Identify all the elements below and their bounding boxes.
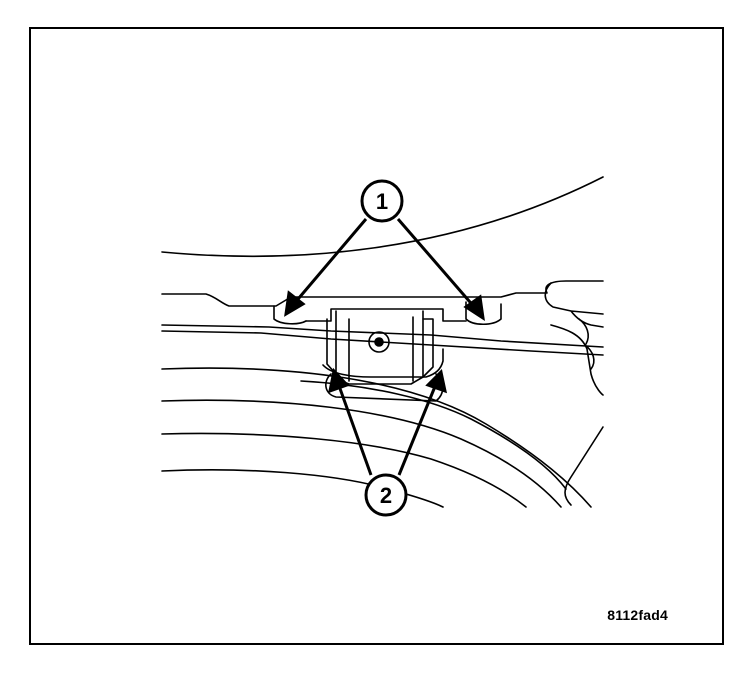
mechanical-illustration: 1 2 <box>161 176 604 517</box>
callout-1-arrowhead-left <box>284 290 306 317</box>
callout-2-arrowhead-right <box>425 368 448 394</box>
callout-1-arrowhead-right <box>463 294 485 322</box>
wheel-edge <box>564 426 604 506</box>
callout-2-arrowhead-left <box>328 367 350 394</box>
callout-1-leader-left <box>291 218 368 306</box>
bracket-left-tab <box>273 305 307 325</box>
rail-top-line <box>161 280 604 307</box>
tire-arc-5 <box>300 380 567 490</box>
panel-edge-line <box>161 176 604 258</box>
tire-arc-4 <box>161 469 444 508</box>
side-fitting-body <box>550 324 604 396</box>
callout-2-leader-right <box>397 383 438 476</box>
mount-bolt <box>368 331 390 353</box>
insulator-right-side <box>422 318 434 378</box>
figure-frame: 1 2 8112fad4 <box>29 27 724 645</box>
side-fitting <box>544 282 604 328</box>
insulator-ridges <box>348 316 414 382</box>
callout-2: 2 <box>364 473 408 517</box>
callout-2-leader-left <box>336 382 373 476</box>
callout-2-label: 2 <box>380 483 392 508</box>
figure-code: 8112fad4 <box>607 607 668 623</box>
bracket-right-tab <box>465 301 502 326</box>
bracket-body <box>305 308 467 322</box>
callout-1: 1 <box>360 179 404 223</box>
side-fitting-ridges <box>578 318 595 370</box>
insulator-left-side <box>326 318 337 375</box>
tire-arc-2 <box>161 399 562 508</box>
mount-bolt-head <box>374 337 384 347</box>
insulator-base <box>322 348 444 378</box>
callout-1-leader-right <box>396 218 478 310</box>
tire-outer <box>161 367 592 508</box>
callout-1-label: 1 <box>376 189 388 214</box>
